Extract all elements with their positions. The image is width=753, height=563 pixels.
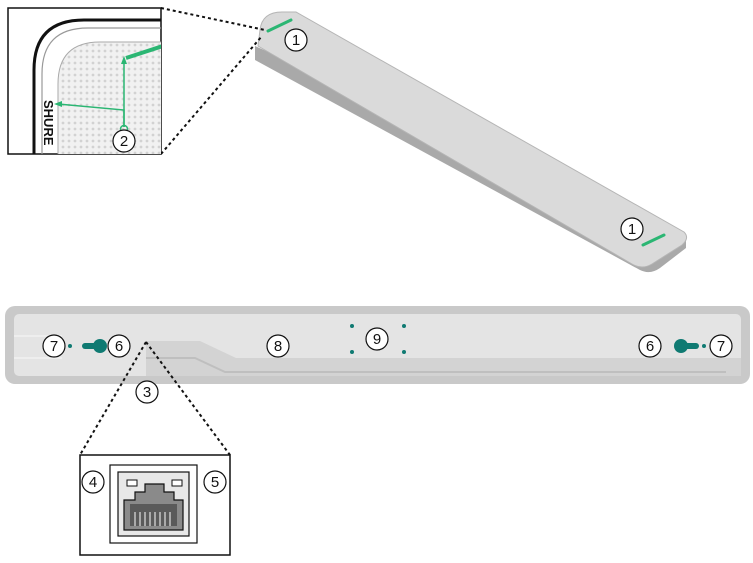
rear-marker-dot xyxy=(402,350,406,354)
mounting-screw-point xyxy=(702,344,706,348)
svg-text:7: 7 xyxy=(50,338,58,355)
svg-text:6: 6 xyxy=(115,338,123,355)
callout-7-right: 7 xyxy=(710,335,732,357)
svg-text:9: 9 xyxy=(373,331,381,348)
callout-5: 5 xyxy=(204,471,226,493)
callout-6-right: 6 xyxy=(639,335,661,357)
rear-marker-dot xyxy=(402,324,406,328)
svg-text:7: 7 xyxy=(717,338,725,355)
svg-text:5: 5 xyxy=(211,474,219,491)
port-led-right xyxy=(172,480,182,486)
rear-marker-dot xyxy=(350,350,354,354)
zoom-leader-top xyxy=(161,8,265,30)
rear-marker-dot xyxy=(350,324,354,328)
svg-text:6: 6 xyxy=(646,338,654,355)
callout-6-left: 6 xyxy=(108,335,130,357)
callout-8: 8 xyxy=(267,335,289,357)
callout-4: 4 xyxy=(82,471,104,493)
zoom-detail-corner: SHURE xyxy=(8,8,170,160)
callout-3: 3 xyxy=(136,381,158,403)
ethernet-port-detail xyxy=(80,455,230,555)
callout-9: 9 xyxy=(366,328,388,350)
svg-text:1: 1 xyxy=(292,32,300,49)
port-led-left xyxy=(127,480,137,486)
callout-1-top: 1 xyxy=(285,29,307,51)
brand-logo: SHURE xyxy=(41,100,56,146)
svg-text:8: 8 xyxy=(274,338,282,355)
callout-7-left: 7 xyxy=(43,335,65,357)
zoom-leader-bottom xyxy=(161,36,262,154)
callout-1-bottom: 1 xyxy=(621,218,643,240)
mounting-screw-point xyxy=(68,344,72,348)
svg-text:4: 4 xyxy=(89,474,97,491)
svg-text:2: 2 xyxy=(120,133,128,150)
callout-2: 2 xyxy=(113,130,135,152)
svg-text:3: 3 xyxy=(143,384,151,401)
svg-text:1: 1 xyxy=(628,221,636,238)
